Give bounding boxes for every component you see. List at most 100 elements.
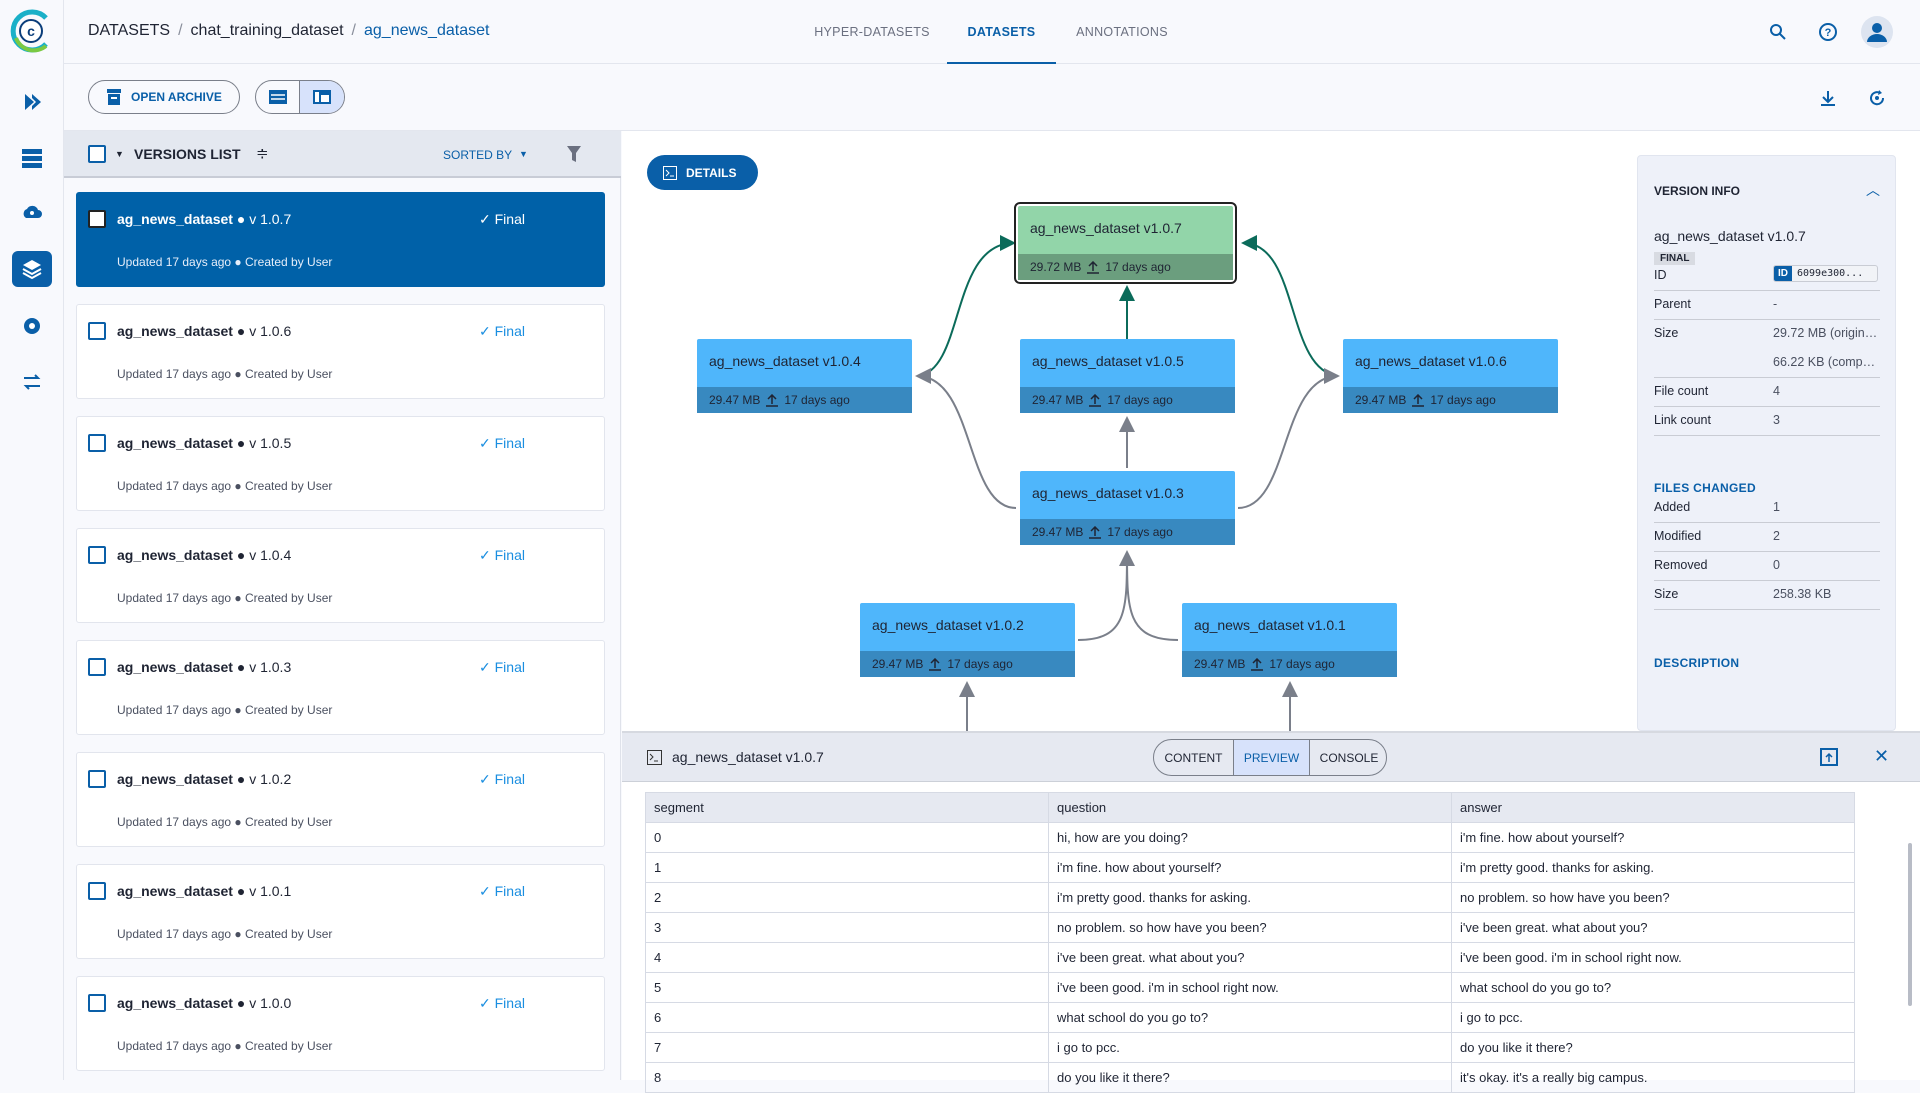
status-final: ✓ Final: [479, 883, 525, 900]
row-key: Modified: [1654, 529, 1702, 543]
auto-refresh-icon[interactable]: [1865, 86, 1889, 110]
version-number: v 1.0.6: [249, 323, 292, 339]
maximize-icon[interactable]: [1820, 748, 1838, 769]
download-icon[interactable]: [1816, 86, 1840, 110]
version-name: ag_news_dataset: [117, 323, 233, 339]
clearml-logo[interactable]: c: [8, 8, 54, 54]
sort-caret-icon[interactable]: ▼: [519, 149, 528, 159]
close-icon[interactable]: ✕: [1874, 746, 1890, 766]
version-name: ag_news_dataset: [117, 547, 233, 563]
tab-hyper-datasets[interactable]: HYPER-DATASETS: [814, 25, 930, 39]
list-view-button[interactable]: [256, 81, 301, 113]
version-card[interactable]: ag_news_dataset ● v 1.0.0 ✓ Final Update…: [76, 976, 605, 1071]
open-archive-button[interactable]: OPEN ARCHIVE: [88, 80, 240, 114]
archive-icon: [107, 89, 121, 105]
node-size: 29.47 MB: [1032, 525, 1084, 539]
tab-content[interactable]: CONTENT: [1154, 740, 1234, 775]
version-card[interactable]: ag_news_dataset ● v 1.0.6 ✓ Final Update…: [76, 304, 605, 399]
reports-icon[interactable]: [12, 364, 52, 400]
table-cell: i'm fine. how about yourself?: [1451, 822, 1855, 853]
details-button[interactable]: DETAILS: [647, 155, 758, 190]
breadcrumb-separator: /: [351, 22, 356, 39]
table-cell: i'm pretty good. thanks for asking.: [1451, 852, 1855, 883]
breadcrumb-datasets[interactable]: DATASETS: [88, 22, 171, 39]
node-age: 17 days ago: [1105, 260, 1171, 274]
version-checkbox[interactable]: [88, 434, 106, 452]
check-icon: ✓: [479, 435, 491, 451]
table-cell: i'm pretty good. thanks for asking.: [1048, 882, 1452, 913]
version-checkbox[interactable]: [88, 994, 106, 1012]
preview-tabs: CONTENT PREVIEW CONSOLE: [1153, 739, 1387, 776]
filter-icon[interactable]: [567, 146, 581, 165]
tab-annotations[interactable]: ANNOTATIONS: [1076, 25, 1168, 39]
pipelines-icon[interactable]: [12, 84, 52, 120]
search-icon[interactable]: [1766, 20, 1790, 44]
graph-node-v105[interactable]: ag_news_dataset v1.0.5 29.47 MB 17 days …: [1020, 339, 1235, 413]
graph-node-v106[interactable]: ag_news_dataset v1.0.6 29.47 MB 17 days …: [1343, 339, 1558, 413]
preview-scrollbar[interactable]: [1908, 843, 1912, 1006]
version-checkbox[interactable]: [88, 210, 106, 228]
status-final: ✓ Final: [479, 211, 525, 228]
id-value: 6099e300...: [1797, 268, 1864, 279]
select-all-checkbox[interactable]: [88, 145, 106, 163]
select-menu-caret-icon[interactable]: ▼: [115, 149, 124, 159]
version-card[interactable]: ag_news_dataset ● v 1.0.1 ✓ Final Update…: [76, 864, 605, 959]
version-card[interactable]: ag_news_dataset ● v 1.0.7 ✓ Final Update…: [76, 192, 605, 287]
tab-console[interactable]: CONSOLE: [1319, 751, 1379, 765]
version-meta: Updated 17 days ago ● Created by User: [117, 255, 333, 269]
upload-icon: [1251, 657, 1264, 671]
details-view-button[interactable]: [300, 81, 344, 113]
tab-preview[interactable]: PREVIEW: [1234, 740, 1310, 775]
version-checkbox[interactable]: [88, 546, 106, 564]
table-cell: 5: [645, 972, 1049, 1003]
table-cell: 4: [645, 942, 1049, 973]
version-checkbox[interactable]: [88, 322, 106, 340]
column-header-answer: answer: [1451, 792, 1855, 823]
version-card[interactable]: ag_news_dataset ● v 1.0.5 ✓ Final Update…: [76, 416, 605, 511]
collapse-icon[interactable]: ≑: [256, 145, 269, 162]
version-number: v 1.0.4: [249, 547, 292, 563]
datasets-layers-icon[interactable]: [12, 251, 52, 287]
table-cell: 7: [645, 1032, 1049, 1063]
brain-icon[interactable]: [12, 308, 52, 344]
collapse-chevron-icon[interactable]: ︿: [1866, 182, 1880, 198]
status-label: Final: [494, 547, 525, 563]
copy-id-chip[interactable]: ID 6099e300...: [1773, 265, 1878, 282]
orchestration-icon[interactable]: [12, 140, 52, 176]
version-card[interactable]: ag_news_dataset ● v 1.0.3 ✓ Final Update…: [76, 640, 605, 735]
model-cloud-icon[interactable]: [12, 196, 52, 232]
version-card[interactable]: ag_news_dataset ● v 1.0.4 ✓ Final Update…: [76, 528, 605, 623]
svg-text:?: ?: [1825, 27, 1832, 39]
graph-node-v104[interactable]: ag_news_dataset v1.0.4 29.47 MB 17 days …: [697, 339, 912, 413]
info-row: 66.22 KB (compressed): [1654, 349, 1880, 378]
updated-text: Updated 17 days ago: [117, 479, 232, 493]
sorted-by-button[interactable]: SORTED BY: [443, 148, 513, 162]
graph-node-v102[interactable]: ag_news_dataset v1.0.2 29.47 MB 17 days …: [860, 603, 1075, 677]
user-avatar[interactable]: [1861, 16, 1893, 48]
status-label: Final: [494, 211, 525, 227]
status-label: Final: [494, 323, 525, 339]
graph-node-v101[interactable]: ag_news_dataset v1.0.1 29.47 MB 17 days …: [1182, 603, 1397, 677]
breadcrumb-dataset[interactable]: ag_news_dataset: [364, 22, 490, 39]
version-checkbox[interactable]: [88, 658, 106, 676]
graph-node-v107[interactable]: ag_news_dataset v1.0.7 29.72 MB 17 days …: [1014, 202, 1237, 284]
help-icon[interactable]: ?: [1816, 20, 1840, 44]
breadcrumb-project[interactable]: chat_training_dataset: [190, 22, 344, 39]
status-final: ✓ Final: [479, 659, 525, 676]
node-size: 29.47 MB: [1355, 393, 1407, 407]
tab-datasets[interactable]: DATASETS: [947, 0, 1056, 64]
version-card[interactable]: ag_news_dataset ● v 1.0.2 ✓ Final Update…: [76, 752, 605, 847]
version-checkbox[interactable]: [88, 770, 106, 788]
version-checkbox[interactable]: [88, 882, 106, 900]
graph-node-v103[interactable]: ag_news_dataset v1.0.3 29.47 MB 17 days …: [1020, 471, 1235, 545]
